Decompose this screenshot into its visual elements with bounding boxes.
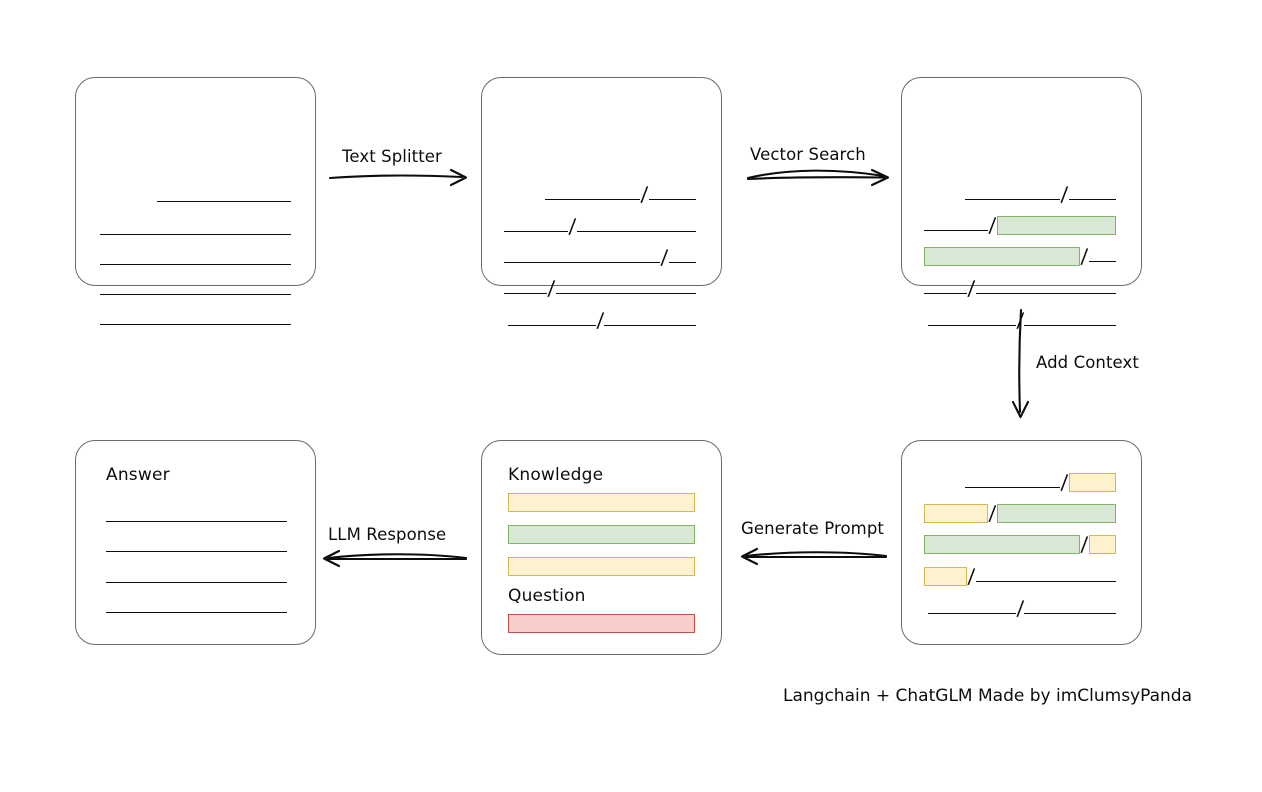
answer-body: Answer <box>76 441 315 644</box>
chunk-line: / <box>504 182 699 206</box>
knowledge-bar <box>508 492 695 512</box>
doc-line <box>100 221 291 237</box>
edge-label-text-splitter: Text Splitter <box>342 147 442 166</box>
footer-credit: Langchain + ChatGLM Made by imClumsyPand… <box>783 686 1192 706</box>
chunk-line: / <box>924 596 1119 620</box>
chunk-line-context: / <box>924 564 1119 588</box>
doc-line <box>100 281 291 297</box>
answer-heading: Answer <box>106 465 170 485</box>
edge-label-llm-response: LLM Response <box>328 525 447 544</box>
knowledge-bar-row <box>508 492 695 512</box>
chunk-line: / <box>924 276 1119 300</box>
source-document-lines <box>76 78 315 325</box>
context-highlight <box>924 503 989 523</box>
arrow-text-splitter <box>328 168 468 187</box>
chunk-line: / <box>504 214 699 238</box>
node-source-document[interactable] <box>75 77 316 325</box>
answer-line <box>106 508 287 524</box>
edge-label-generate-prompt: Generate Prompt <box>741 519 884 538</box>
answer-line <box>106 599 287 615</box>
node-split-chunks[interactable]: / / / / / <box>481 77 722 332</box>
chunk-line-context: / <box>924 470 1119 494</box>
answer-line <box>106 538 287 554</box>
edge-label-vector-search: Vector Search <box>750 145 866 164</box>
vector-matched-lines: / / / / / <box>902 78 1141 332</box>
chunk-line: / <box>924 182 1119 206</box>
doc-line <box>100 311 291 327</box>
chunk-line: / <box>504 245 699 269</box>
arrow-vector-search <box>746 168 890 187</box>
edge-label-add-context: Add Context <box>1036 353 1139 372</box>
chunk-line: / <box>924 308 1119 332</box>
chunk-line-matched: / <box>924 213 1119 237</box>
prompt-body: Knowledge Question <box>482 441 721 654</box>
doc-line <box>100 188 291 204</box>
knowledge-bar-row <box>508 556 695 576</box>
knowledge-bar <box>508 524 695 544</box>
match-highlight <box>997 215 1117 235</box>
knowledge-bar-row <box>508 524 695 544</box>
node-vector-matched-chunks[interactable]: / / / / / <box>901 77 1142 332</box>
node-answer[interactable]: Answer <box>75 440 316 645</box>
node-context-chunks[interactable]: / / / / / <box>901 440 1142 645</box>
context-highlight <box>924 566 967 586</box>
prompt-heading-question: Question <box>508 586 586 606</box>
context-highlight <box>1088 534 1117 554</box>
question-bar <box>508 613 695 633</box>
doc-line <box>100 251 291 267</box>
question-bar-row <box>508 613 695 633</box>
context-chunks-lines: / / / / / <box>902 441 1141 644</box>
match-highlight <box>924 534 1080 554</box>
match-highlight <box>924 246 1080 266</box>
chunk-line-context: / <box>924 532 1119 556</box>
split-chunks-lines: / / / / / <box>482 78 721 332</box>
arrow-generate-prompt <box>740 547 888 566</box>
match-highlight <box>997 503 1117 523</box>
context-highlight <box>1069 472 1117 492</box>
answer-line <box>106 569 287 585</box>
chunk-line-context: / <box>924 501 1119 525</box>
knowledge-bar <box>508 556 695 576</box>
arrow-llm-response <box>322 549 468 568</box>
chunk-line: / <box>504 276 699 300</box>
chunk-line-matched: / <box>924 244 1119 268</box>
prompt-heading-knowledge: Knowledge <box>508 465 604 485</box>
node-prompt[interactable]: Knowledge Question <box>481 440 722 655</box>
chunk-line: / <box>504 308 699 332</box>
